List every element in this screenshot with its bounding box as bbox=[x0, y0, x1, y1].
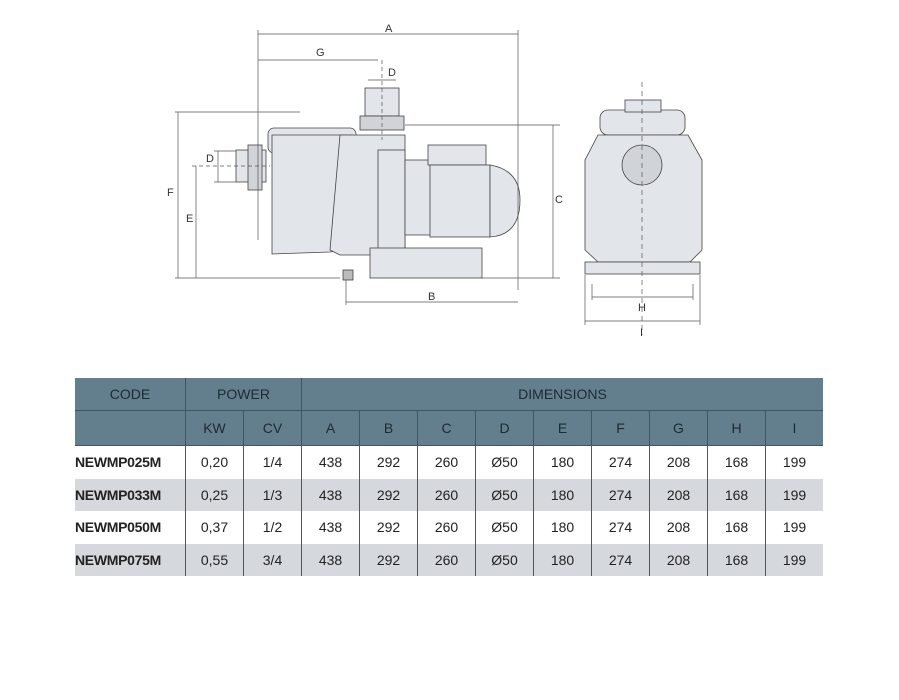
cell-d: Ø50 bbox=[475, 478, 534, 511]
dim-label-h: H bbox=[638, 302, 646, 314]
cell-kw: 0,25 bbox=[185, 478, 244, 511]
cell-d: Ø50 bbox=[475, 511, 534, 544]
cell-c: 260 bbox=[417, 511, 476, 544]
dim-label-f: F bbox=[167, 187, 174, 199]
header-dimensions: DIMENSIONS bbox=[301, 378, 823, 411]
subheader-b: B bbox=[359, 410, 418, 446]
cell-g: 208 bbox=[649, 478, 708, 511]
cell-code: NEWMP075M bbox=[75, 543, 186, 576]
cell-e: 180 bbox=[533, 543, 592, 576]
subheader-i: I bbox=[765, 410, 823, 446]
cell-cv: 1/2 bbox=[243, 511, 302, 544]
cell-i: 199 bbox=[765, 478, 823, 511]
header-code: CODE bbox=[75, 378, 186, 411]
pump-front-view bbox=[584, 99, 703, 275]
dim-label-d-side: D bbox=[206, 153, 214, 165]
cell-c: 260 bbox=[417, 445, 476, 479]
dim-label-d-top: D bbox=[388, 67, 396, 79]
dim-label-b: B bbox=[428, 291, 435, 303]
pump-side-view bbox=[235, 87, 521, 281]
cell-a: 438 bbox=[301, 511, 360, 544]
cell-h: 168 bbox=[707, 445, 766, 479]
cell-b: 292 bbox=[359, 543, 418, 576]
subheader-f: F bbox=[591, 410, 650, 446]
header-code-blank bbox=[75, 410, 186, 446]
cell-f: 274 bbox=[591, 543, 650, 576]
subheader-g: G bbox=[649, 410, 708, 446]
cell-cv: 1/3 bbox=[243, 478, 302, 511]
cell-g: 208 bbox=[649, 543, 708, 576]
cell-c: 260 bbox=[417, 543, 476, 576]
cell-i: 199 bbox=[765, 543, 823, 576]
subheader-h: H bbox=[707, 410, 766, 446]
dim-label-g: G bbox=[316, 47, 325, 59]
cell-a: 438 bbox=[301, 445, 360, 479]
cell-f: 274 bbox=[591, 511, 650, 544]
header-power: POWER bbox=[185, 378, 302, 411]
cell-kw: 0,37 bbox=[185, 511, 244, 544]
cell-cv: 1/4 bbox=[243, 445, 302, 479]
cell-kw: 0,55 bbox=[185, 543, 244, 576]
subheader-kw: KW bbox=[185, 410, 244, 446]
cell-g: 208 bbox=[649, 511, 708, 544]
cell-e: 180 bbox=[533, 445, 592, 479]
dim-label-i: I bbox=[640, 327, 643, 339]
cell-a: 438 bbox=[301, 478, 360, 511]
cell-kw: 0,20 bbox=[185, 445, 244, 479]
dim-label-c: C bbox=[555, 194, 563, 206]
dim-label-e: E bbox=[186, 213, 193, 225]
cell-e: 180 bbox=[533, 511, 592, 544]
cell-f: 274 bbox=[591, 445, 650, 479]
cell-cv: 3/4 bbox=[243, 543, 302, 576]
cell-b: 292 bbox=[359, 445, 418, 479]
cell-f: 274 bbox=[591, 478, 650, 511]
cell-h: 168 bbox=[707, 478, 766, 511]
subheader-e: E bbox=[533, 410, 592, 446]
cell-code: NEWMP025M bbox=[75, 454, 161, 470]
cell-h: 168 bbox=[707, 543, 766, 576]
cell-d: Ø50 bbox=[475, 445, 534, 479]
pump-dimension-drawing: A G D D F E C B H I bbox=[167, 23, 703, 339]
cell-code: NEWMP050M bbox=[75, 519, 161, 535]
cell-d: Ø50 bbox=[475, 543, 534, 576]
cell-a: 438 bbox=[301, 543, 360, 576]
subheader-a: A bbox=[301, 410, 360, 446]
dim-label-a: A bbox=[385, 23, 393, 35]
cell-b: 292 bbox=[359, 478, 418, 511]
cell-c: 260 bbox=[417, 478, 476, 511]
cell-g: 208 bbox=[649, 445, 708, 479]
cell-e: 180 bbox=[533, 478, 592, 511]
subheader-d: D bbox=[475, 410, 534, 446]
dimensions-table: CODE POWER DIMENSIONS KW CV A B C D E F … bbox=[75, 378, 823, 576]
cell-code: NEWMP033M bbox=[75, 478, 186, 511]
cell-i: 199 bbox=[765, 445, 823, 479]
subheader-cv: CV bbox=[243, 410, 302, 446]
subheader-c: C bbox=[417, 410, 476, 446]
cell-i: 199 bbox=[765, 511, 823, 544]
cell-b: 292 bbox=[359, 511, 418, 544]
cell-h: 168 bbox=[707, 511, 766, 544]
